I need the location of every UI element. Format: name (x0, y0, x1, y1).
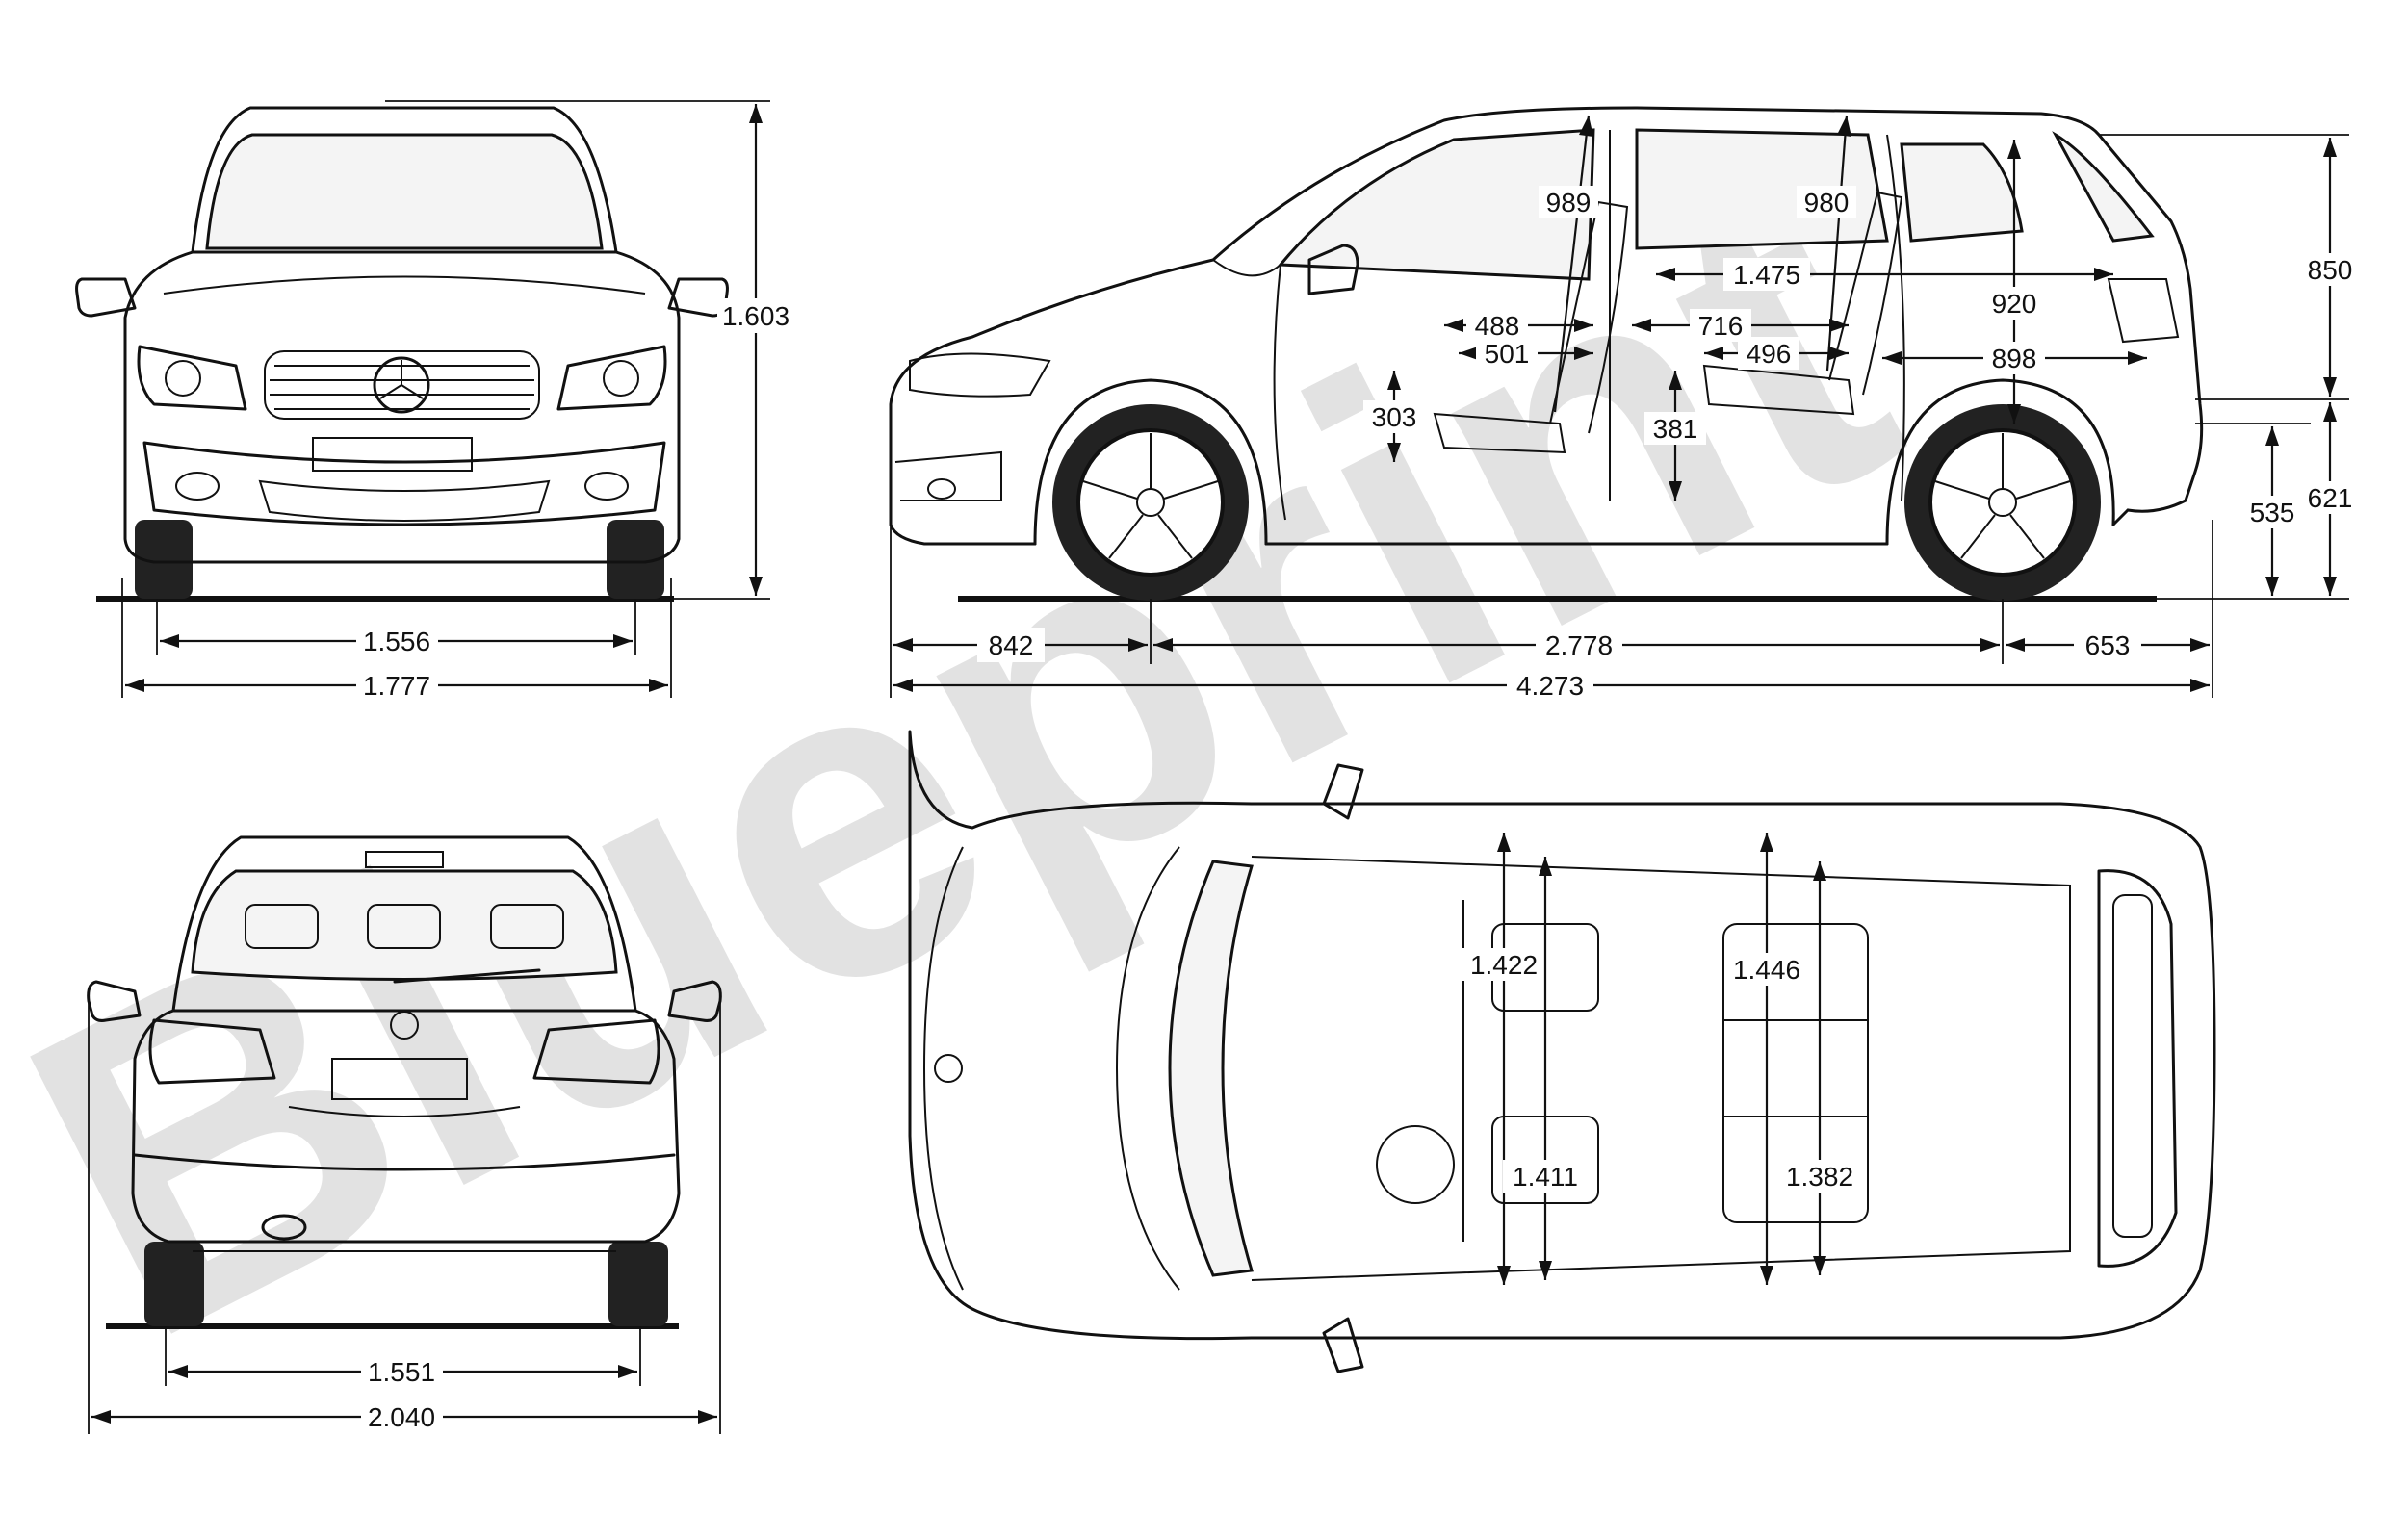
front-view: 1.603 1.556 1.777 (75, 100, 794, 703)
top-view: 1.422 1.411 1.446 1.382 (908, 730, 2216, 1373)
side-cargo-length-label: 898 (1992, 344, 2037, 373)
top-rear-shoulder-label: 1.446 (1733, 955, 1800, 985)
rear-view: 1.551 2.040 (87, 835, 722, 1434)
side-front-overhang-label: 842 (989, 630, 1034, 660)
side-rear-overhang-label: 653 (2085, 630, 2131, 660)
side-headroom-front-label: 989 (1546, 188, 1592, 218)
front-width-label: 1.777 (363, 671, 430, 701)
side-bumper-height-label: 621 (2308, 483, 2353, 513)
side-headroom-rear-label: 980 (1804, 188, 1850, 218)
top-rear-hip-label: 1.382 (1786, 1162, 1853, 1192)
watermark-text: Blueprint (0, 82, 1959, 1436)
top-front-shoulder-label: 1.422 (1470, 950, 1538, 980)
side-wheelbase-label: 2.778 (1545, 630, 1613, 660)
side-front-seat-depth-label: 488 (1475, 311, 1520, 341)
rear-width-label: 2.040 (368, 1402, 435, 1432)
side-tailgate-height-label: 850 (2308, 255, 2353, 285)
side-rear-cushion-label: 496 (1747, 339, 1792, 369)
side-front-cushion-label: 501 (1485, 339, 1530, 369)
front-height-label: 1.603 (722, 301, 789, 331)
side-length-label: 4.273 (1516, 671, 1584, 701)
rear-track-label: 1.551 (368, 1357, 435, 1387)
front-track-label: 1.556 (363, 627, 430, 656)
side-rear-legroom-label: 716 (1698, 311, 1744, 341)
side-cargo-height-label: 920 (1992, 289, 2037, 319)
top-front-hip-label: 1.411 (1513, 1162, 1578, 1192)
side-sill-height-label: 535 (2250, 498, 2295, 527)
side-front-seat-height-label: 303 (1372, 402, 1417, 432)
watermark: Blueprint (0, 82, 1959, 1436)
side-overall-interior-label: 1.475 (1733, 260, 1800, 290)
side-view: 989 980 920 303 381 1.475 488 (889, 106, 2361, 703)
side-rear-seat-height-label: 381 (1653, 414, 1698, 444)
